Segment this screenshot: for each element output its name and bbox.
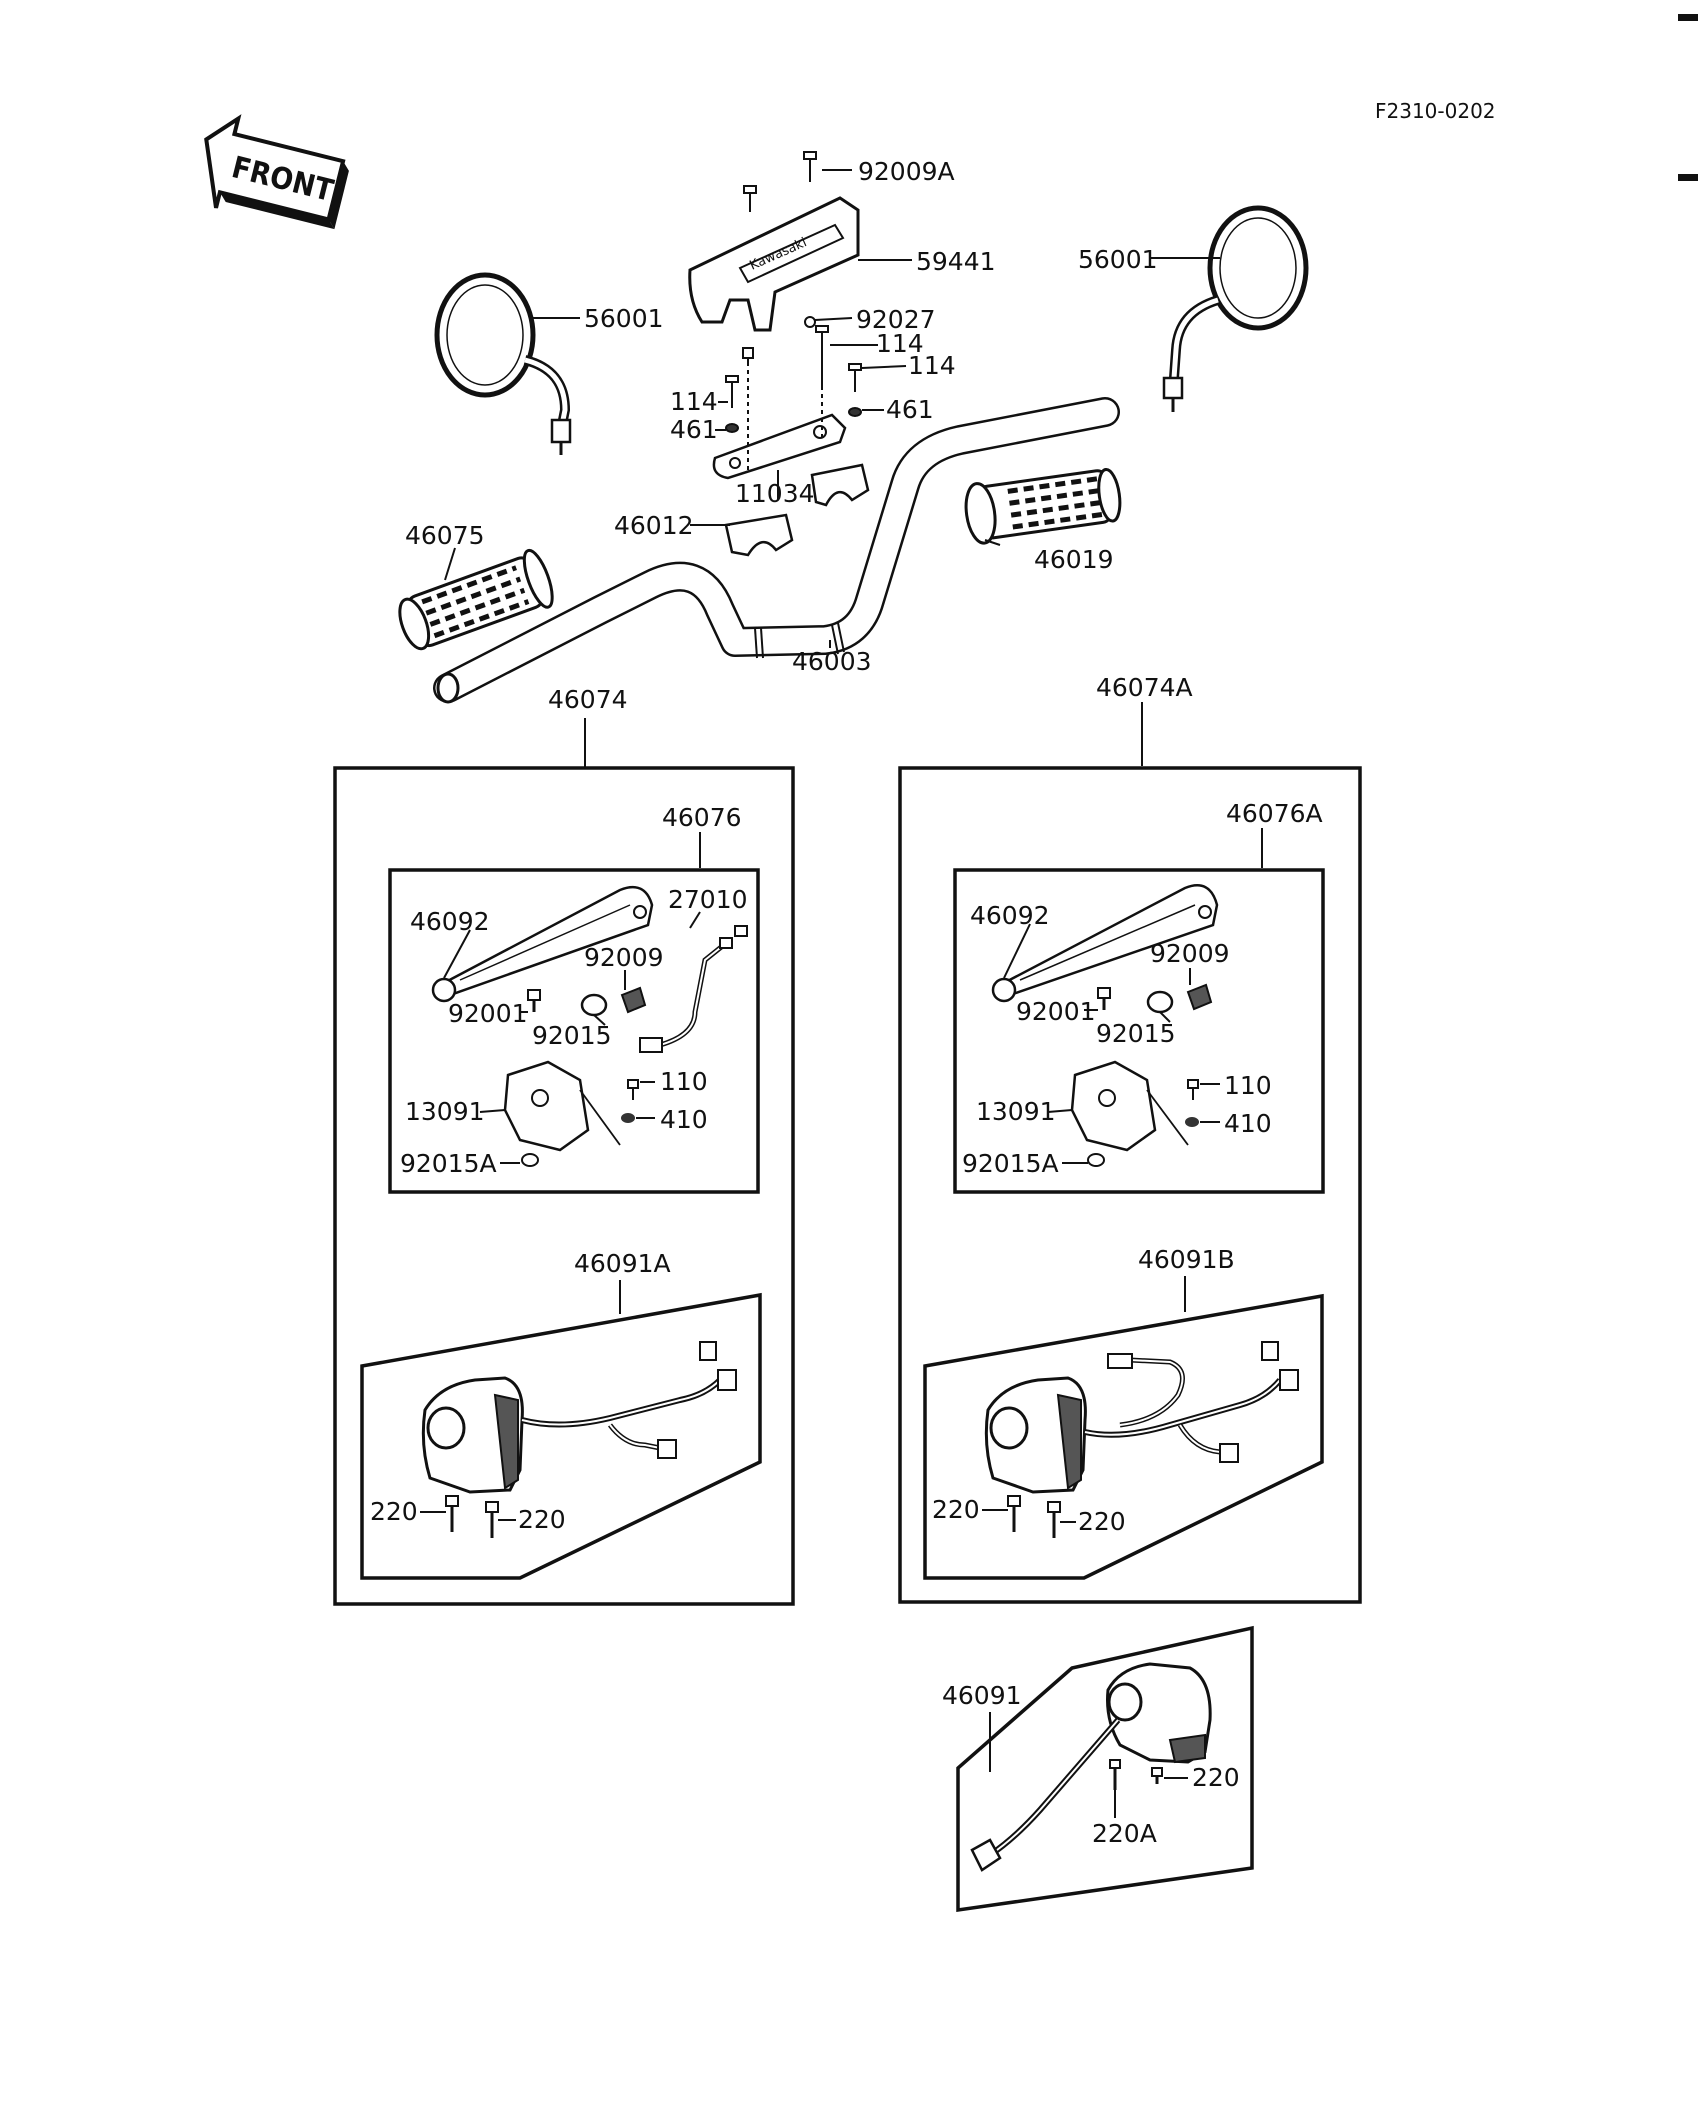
- leader-lines-top: [444, 169, 1220, 648]
- label-220-single: 220: [1192, 1763, 1240, 1792]
- label-56001-left: 56001: [584, 304, 664, 333]
- label-46076A: 46076A: [1226, 799, 1323, 828]
- label-59441: 59441: [916, 247, 996, 276]
- label-461-right: 461: [886, 395, 934, 424]
- switch-46091: 46091 220 220A: [942, 1625, 1254, 1913]
- assembly-46074A: 46074A 46076A: [898, 673, 1362, 1604]
- handlebar-cover-shape: Kawasaki: [688, 196, 860, 332]
- figure-code: F2310-0202: [1375, 99, 1496, 123]
- switch-housing-left-shape: [421, 1341, 737, 1494]
- holder-left-shape: [724, 513, 794, 557]
- label-46092-r: 46092: [970, 901, 1050, 930]
- label-46092: 46092: [410, 907, 490, 936]
- leader-lines-right-switch: [982, 1509, 1076, 1523]
- label-92015A: 92015A: [400, 1149, 497, 1178]
- label-92015: 92015: [532, 1021, 612, 1050]
- label-46075: 46075: [405, 521, 485, 550]
- brake-lever-shape: [991, 884, 1219, 1003]
- label-114-c: 114: [670, 387, 718, 416]
- label-410-r: 410: [1224, 1109, 1272, 1138]
- right-mirror-shape: [1162, 205, 1309, 412]
- edge-mark-top: [1678, 14, 1698, 21]
- label-13091-r: 13091: [976, 1097, 1056, 1126]
- label-92001: 92001: [448, 999, 528, 1028]
- leader-lines-right: [1003, 923, 1220, 1164]
- label-46074: 46074: [548, 685, 628, 714]
- lever-holder-shape: [503, 1060, 621, 1152]
- label-46091A: 46091A: [574, 1249, 671, 1278]
- label-92009: 92009: [584, 943, 664, 972]
- holder-right-shape: [810, 463, 870, 507]
- label-461-left: 461: [670, 415, 718, 444]
- bolt-set-icon: [725, 151, 862, 472]
- switch-cable-shape: [639, 925, 748, 1053]
- label-13091: 13091: [405, 1097, 485, 1126]
- switch-single-screws: [1109, 1759, 1163, 1790]
- label-11034: 11034: [735, 479, 815, 508]
- small-parts-right: [1087, 983, 1213, 1167]
- label-92015A-r: 92015A: [962, 1149, 1059, 1178]
- leader-lines-left-switch: [420, 1511, 516, 1521]
- label-220-right-2: 220: [1078, 1507, 1126, 1536]
- label-92009A: 92009A: [858, 157, 955, 186]
- label-220-right-1: 220: [932, 1495, 980, 1524]
- small-parts-left: [521, 986, 647, 1167]
- label-92001-r: 92001: [1016, 997, 1096, 1026]
- assembly-46074: 46074 46076: [333, 685, 795, 1606]
- label-220-left-2: 220: [518, 1505, 566, 1534]
- label-46019: 46019: [1034, 545, 1114, 574]
- label-46012: 46012: [614, 511, 694, 540]
- label-220-left-1: 220: [370, 1497, 418, 1526]
- label-410: 410: [660, 1105, 708, 1134]
- switch-screws-right: [1007, 1495, 1061, 1538]
- leader-lines-left: [443, 911, 701, 1164]
- label-114-b: 114: [908, 351, 956, 380]
- edge-mark-middle: [1678, 174, 1698, 181]
- label-110: 110: [660, 1067, 708, 1096]
- handlebar-shape: [433, 397, 1120, 704]
- label-92009-r: 92009: [1150, 939, 1230, 968]
- throttle-grip-shape: [964, 467, 1122, 545]
- label-46074A: 46074A: [1096, 673, 1193, 702]
- clutch-lever-shape: [431, 885, 654, 1003]
- label-220A: 220A: [1092, 1819, 1157, 1848]
- leader-lines-single: [1114, 1777, 1188, 1818]
- label-46003: 46003: [792, 647, 872, 676]
- switch-screws-left: [445, 1495, 499, 1538]
- switch-housing-right-shape: [984, 1341, 1299, 1494]
- front-arrow-icon: FRONT: [204, 114, 349, 230]
- left-mirror-shape: [434, 272, 572, 455]
- label-46091: 46091: [942, 1681, 1022, 1710]
- left-grip-shape: [398, 548, 554, 651]
- label-27010: 27010: [668, 885, 748, 914]
- label-46076: 46076: [662, 803, 742, 832]
- label-46091B: 46091B: [1138, 1245, 1235, 1274]
- label-110-r: 110: [1224, 1071, 1272, 1100]
- switch-single-shape: [970, 1662, 1212, 1872]
- label-56001-right: 56001: [1078, 245, 1158, 274]
- brake-holder-shape: [1070, 1060, 1189, 1152]
- label-92015-r: 92015: [1096, 1019, 1176, 1048]
- label-92027: 92027: [856, 305, 936, 334]
- label-114-a: 114: [876, 329, 924, 358]
